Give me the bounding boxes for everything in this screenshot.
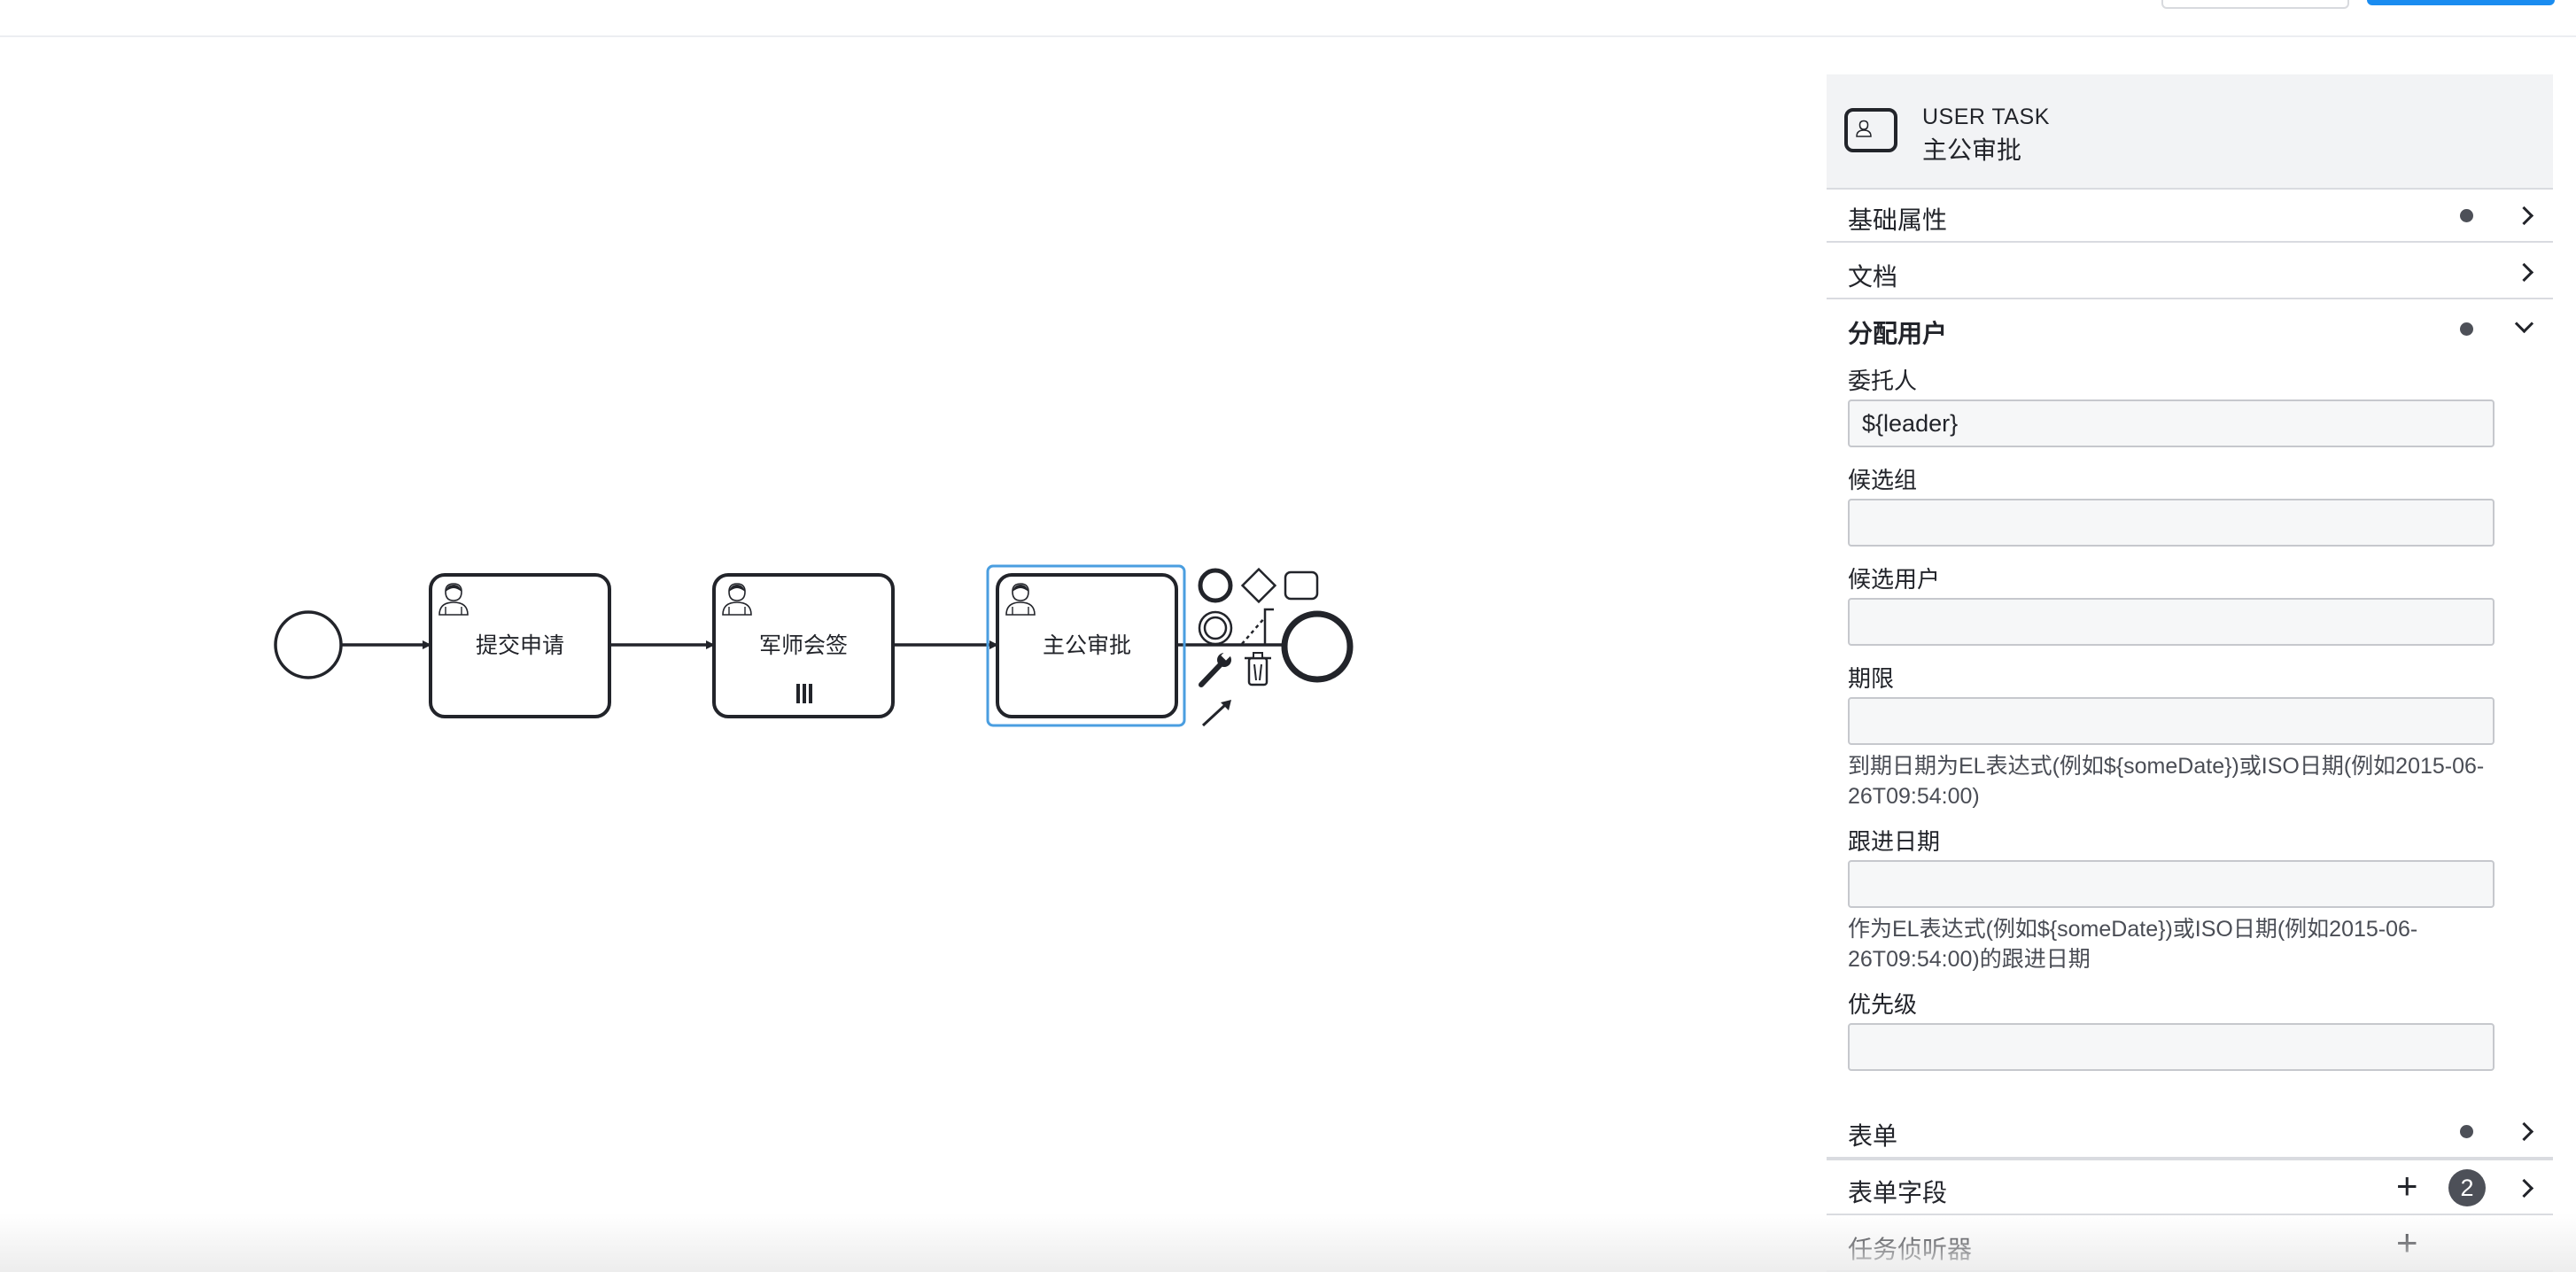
- task-advisor-countersign[interactable]: 军师会签: [712, 573, 895, 718]
- group-title: 表单: [1848, 1122, 1898, 1150]
- add-icon[interactable]: +: [2396, 1222, 2418, 1263]
- chevron-right-icon[interactable]: [2514, 262, 2534, 283]
- priority-input[interactable]: [1848, 1023, 2495, 1071]
- chevron-right-icon[interactable]: [2514, 206, 2534, 226]
- top-toolbar: [0, 0, 2576, 37]
- data-marker-icon: [2460, 209, 2473, 222]
- properties-panel: USER TASK 主公审批 基础属性 文档 分配用户 委托人 候选组 候选用户…: [1827, 74, 2553, 1272]
- group-assignment[interactable]: 分配用户: [1827, 301, 2553, 356]
- wrench-icon[interactable]: [1199, 650, 1231, 687]
- candidate-groups-input[interactable]: [1848, 499, 2495, 547]
- bpmn-canvas[interactable]: 提交申请 军师会签 主公审批: [0, 37, 1825, 1272]
- append-task-icon[interactable]: [1284, 570, 1319, 601]
- chevron-right-icon[interactable]: [2514, 1121, 2534, 1142]
- toolbar-primary-button[interactable]: [2367, 0, 2555, 5]
- task-label: 军师会签: [759, 633, 848, 658]
- add-icon[interactable]: +: [2396, 1165, 2418, 1206]
- start-event[interactable]: [274, 610, 343, 679]
- group-form[interactable]: 表单: [1827, 1104, 2553, 1159]
- candidate-users-input[interactable]: [1848, 598, 2495, 646]
- element-type: USER TASK: [1922, 105, 2050, 129]
- task-lord-approval[interactable]: 主公审批: [986, 564, 1186, 727]
- group-title: 表单字段: [1848, 1179, 1948, 1206]
- group-form-fields[interactable]: 表单字段 + 2: [1827, 1160, 2553, 1215]
- text-annotation-icon[interactable]: [1263, 608, 1274, 647]
- arrow-connect-icon[interactable]: [1201, 700, 1231, 727]
- due-date-label: 期限: [1848, 665, 1895, 692]
- group-title: 基础属性: [1848, 206, 1948, 234]
- candidate-users-label: 候选用户: [1848, 566, 1941, 593]
- data-marker-icon: [2460, 322, 2473, 336]
- group-task-listeners[interactable]: 任务侦听器 +: [1827, 1217, 2553, 1272]
- assignee-label: 委托人: [1848, 368, 1918, 394]
- append-gateway-icon[interactable]: [1240, 567, 1277, 604]
- follow-up-date-description: 作为EL表达式(例如${someDate})或ISO日期(例如2015-06-2…: [1848, 917, 2418, 972]
- group-basic-properties[interactable]: 基础属性: [1827, 188, 2553, 243]
- group-title: 任务侦听器: [1848, 1236, 1973, 1263]
- trash-icon[interactable]: [1245, 652, 1271, 686]
- append-end-event-icon[interactable]: [1198, 568, 1233, 603]
- data-marker-icon: [2460, 1125, 2473, 1138]
- follow-up-date-input[interactable]: [1848, 860, 2495, 908]
- connect-icon[interactable]: [1241, 617, 1266, 645]
- user-task-icon: [1844, 108, 1897, 152]
- group-title: 文档: [1848, 263, 1898, 291]
- context-pad: [1198, 567, 1319, 727]
- group-documentation[interactable]: 文档: [1827, 244, 2553, 299]
- toolbar-secondary-button[interactable]: [2161, 0, 2349, 9]
- follow-up-date-label: 跟进日期: [1848, 828, 1941, 855]
- count-badge: 2: [2448, 1169, 2486, 1206]
- chevron-down-icon[interactable]: [2514, 314, 2534, 334]
- task-label: 提交申请: [476, 633, 564, 658]
- assignment-fields: 委托人 候选组 候选用户 期限 到期日期为EL表达式(例如${someDate}…: [1827, 363, 2553, 1160]
- parallel-multi-instance-icon: [796, 684, 812, 703]
- due-date-input[interactable]: [1848, 697, 2495, 745]
- task-submit-application[interactable]: 提交申请: [429, 573, 611, 718]
- panel-header: USER TASK 主公审批: [1827, 74, 2553, 190]
- end-event[interactable]: [1281, 610, 1354, 683]
- selection-outline: [986, 564, 1186, 727]
- assignee-input[interactable]: [1848, 399, 2495, 447]
- chevron-right-icon[interactable]: [2514, 1178, 2534, 1198]
- append-intermediate-event-icon[interactable]: [1198, 610, 1233, 646]
- element-name: 主公审批: [1922, 136, 2022, 164]
- group-title: 分配用户: [1848, 320, 1948, 347]
- due-date-description: 到期日期为EL表达式(例如${someDate})或ISO日期(例如2015-0…: [1848, 754, 2485, 809]
- priority-label: 优先级: [1848, 991, 1918, 1018]
- task-label: 主公审批: [1043, 633, 1131, 658]
- candidate-groups-label: 候选组: [1848, 467, 1918, 493]
